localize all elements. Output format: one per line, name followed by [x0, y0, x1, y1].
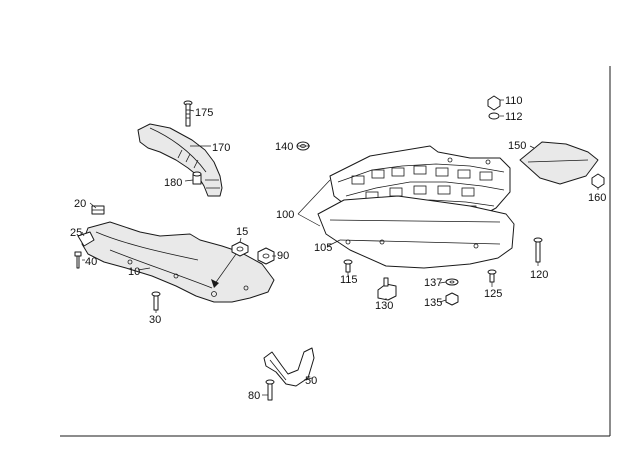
callout-120[interactable]: 120 [530, 269, 548, 281]
callout-105[interactable]: 105 [314, 242, 332, 254]
callout-180[interactable]: 180 [164, 177, 182, 189]
callout-115[interactable]: 115 [340, 274, 358, 286]
part-130-sensor [377, 277, 397, 301]
part-150-cover [519, 141, 599, 185]
part-175-bolt [183, 100, 193, 127]
part-90-nut [257, 247, 275, 265]
callout-160[interactable]: 160 [588, 192, 606, 204]
part-160-bolt [591, 173, 605, 189]
part-110-nut [487, 95, 501, 111]
part-135-bolt [445, 292, 459, 306]
part-40-screw [74, 251, 82, 269]
part-125-bolt [487, 269, 497, 283]
callout-100[interactable]: 100 [276, 209, 294, 221]
callout-137[interactable]: 137 [424, 277, 442, 289]
callout-130[interactable]: 130 [375, 300, 393, 312]
leader-lines [81, 99, 599, 396]
callout-135[interactable]: 135 [424, 297, 442, 309]
part-105-plate [317, 195, 515, 269]
part-115-bolt [343, 259, 353, 273]
callout-140[interactable]: 140 [275, 141, 293, 153]
direction-arrow [211, 253, 237, 288]
part-120-screw [533, 237, 543, 263]
callout-40[interactable]: 40 [85, 256, 97, 268]
callout-150[interactable]: 150 [508, 140, 526, 152]
part-10-underbody-panel [81, 221, 275, 303]
callout-15[interactable]: 15 [236, 226, 248, 238]
callout-125[interactable]: 125 [484, 288, 502, 300]
part-25-bracket [77, 231, 95, 247]
part-50-bracket [263, 347, 315, 387]
callout-30[interactable]: 30 [149, 314, 161, 326]
callout-10[interactable]: 10 [128, 266, 140, 278]
callout-25[interactable]: 25 [70, 227, 82, 239]
part-180-grommet [192, 171, 202, 185]
part-20-clip [91, 205, 105, 215]
callout-90[interactable]: 90 [277, 250, 289, 262]
part-112-washer [488, 112, 500, 120]
callout-50[interactable]: 50 [305, 375, 317, 387]
callout-110[interactable]: 110 [505, 95, 523, 107]
part-80-bolt [265, 379, 275, 401]
callout-20[interactable]: 20 [74, 198, 86, 210]
callout-112[interactable]: 112 [505, 111, 523, 123]
callout-175[interactable]: 175 [195, 107, 213, 119]
callout-170[interactable]: 170 [212, 142, 230, 154]
part-30-bolt [151, 291, 161, 311]
part-137-washer [445, 278, 459, 286]
callout-80[interactable]: 80 [248, 390, 260, 402]
